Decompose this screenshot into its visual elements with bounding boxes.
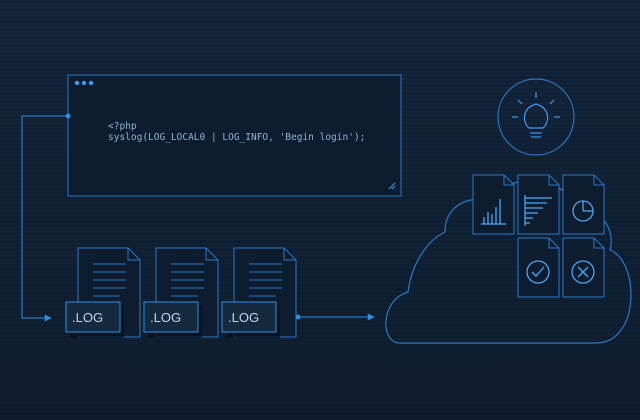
window-dot-3 [88, 80, 94, 86]
horizontal-bar-chart-report-card [517, 174, 560, 235]
x-circle-icon [571, 260, 595, 284]
log-file-3: .LOG [221, 247, 297, 338]
log-file-3-label: .LOG [228, 310, 259, 325]
log-file-1-label: .LOG [72, 310, 103, 325]
lightbulb-icon [497, 78, 575, 156]
check-circle-icon [526, 260, 550, 284]
bar-chart-icon [481, 199, 506, 225]
pie-chart-report-card [562, 174, 605, 235]
resize-handle-icon [388, 182, 396, 190]
approved-report-card [517, 237, 560, 298]
rejected-report-card [562, 237, 605, 298]
bar-chart-report-card [472, 174, 515, 235]
log-file-2: .LOG [143, 247, 219, 338]
window-dot-1 [74, 80, 80, 86]
logs-to-cloud-connector [295, 313, 375, 321]
window-dot-2 [81, 80, 87, 86]
horizontal-bar-chart-icon [524, 195, 552, 226]
log-file-2-label: .LOG [150, 310, 181, 325]
editor-to-logs-connector [21, 113, 71, 322]
pie-chart-icon [572, 200, 594, 222]
code-line-1: <?php [108, 121, 137, 132]
log-file-1: .LOG [65, 247, 141, 338]
code-line-2: syslog(LOG_LOCAL0 | LOG_INFO, 'Begin log… [108, 132, 365, 143]
code-editor-window: <?php syslog(LOG_LOCAL0 | LOG_INFO, 'Beg… [67, 74, 402, 197]
